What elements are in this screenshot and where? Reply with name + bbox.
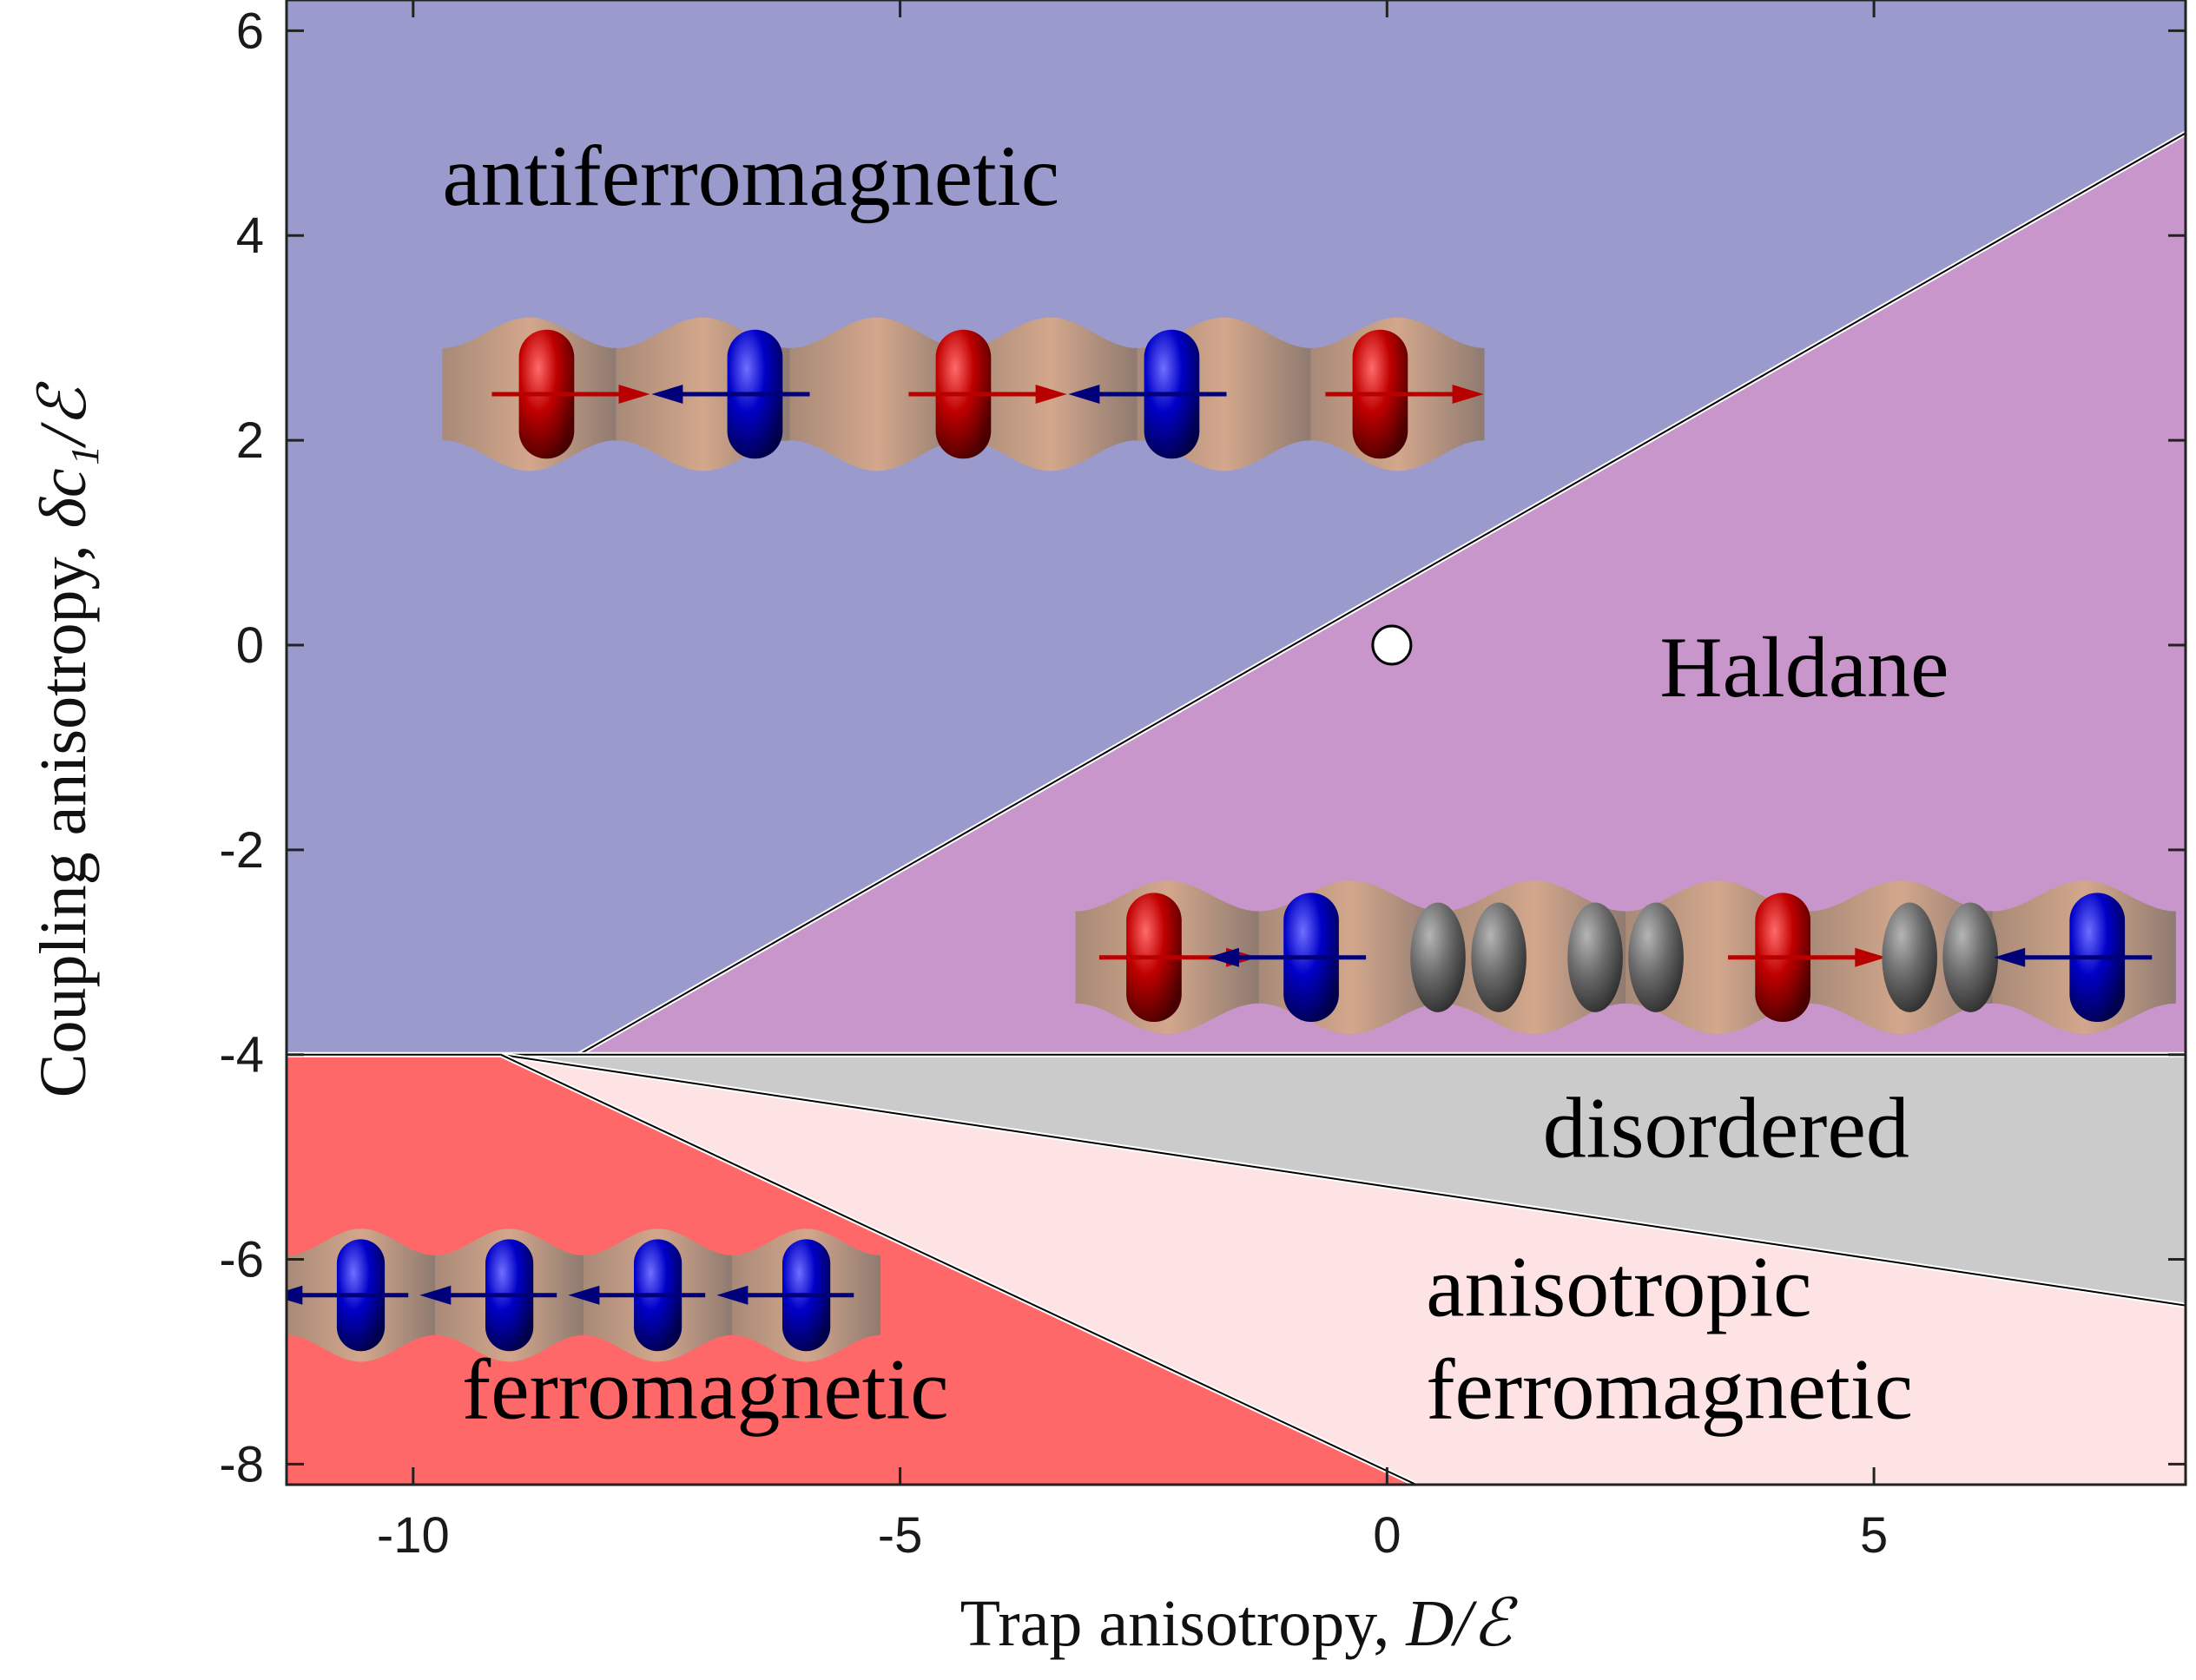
spin-arrow-head	[1207, 947, 1239, 967]
spin-arrow-head	[287, 1285, 303, 1305]
label-ferromagnetic: ferromagnetic	[462, 1341, 949, 1437]
spin-arrow-head	[1068, 385, 1100, 404]
label-disordered: disordered	[1543, 1080, 1909, 1176]
particle-blue-left	[716, 1239, 854, 1352]
y-tick-label: -4	[219, 1027, 264, 1084]
particle-blue-left	[287, 1239, 409, 1352]
particle-blue-left	[651, 329, 810, 459]
particle-blue-left	[1207, 893, 1367, 1022]
spin-arrow-head	[651, 385, 683, 404]
label-haldane: Haldane	[1659, 619, 1949, 715]
spin-arrow-head	[419, 1285, 452, 1305]
reference-point	[1371, 624, 1413, 666]
gray-lobe	[1410, 902, 1466, 1012]
particle-red-right	[1728, 893, 1887, 1022]
x-tick-label: 5	[1860, 1507, 1888, 1564]
x-tick-label: -5	[878, 1507, 923, 1564]
marker-layer	[1371, 624, 1413, 666]
y-tick-label: 2	[236, 412, 264, 469]
phase-boundary	[500, 1053, 2186, 1307]
spin-arrow-head	[618, 385, 650, 404]
particle-red-right	[908, 329, 1067, 459]
y-tick-label: -8	[219, 1436, 264, 1492]
particle-red-right	[1325, 329, 1484, 459]
y-tick-label: -2	[219, 822, 264, 879]
spin-arrow-head	[716, 1285, 748, 1305]
haldane-chain	[1075, 880, 2176, 1035]
x-tick-label: -10	[377, 1507, 450, 1564]
gray-lobe	[1628, 902, 1684, 1012]
gray-lobe	[1882, 902, 1937, 1012]
x-axis-title: Trap anisotropy, D/ℰ	[960, 1587, 1519, 1660]
y-axis-title: Coupling anisotropy, δc₁/ℰ	[27, 381, 100, 1097]
y-tick-label: -6	[219, 1232, 264, 1288]
lattice-insets	[287, 317, 2176, 1362]
particle-blue-left	[419, 1239, 557, 1352]
x-tick-label: 0	[1373, 1507, 1401, 1564]
spin-arrow-head	[1855, 947, 1887, 967]
particle-gray-pair	[1882, 902, 1998, 1012]
particle-gray-pair	[1567, 902, 1684, 1012]
gray-lobe	[1567, 902, 1623, 1012]
plot-frame	[285, 0, 2187, 1486]
particle-blue-left	[1068, 329, 1227, 459]
axes: -10 -5 0 5 6 4 2 0 -2 -4 -6 -8	[219, 0, 2187, 1564]
label-anisotropic: anisotropic	[1426, 1238, 1811, 1334]
gray-lobe	[1471, 902, 1527, 1012]
particle-gray-pair	[1410, 902, 1527, 1012]
particle-blue-left	[1994, 893, 2153, 1022]
y-tick-label: 6	[236, 3, 264, 59]
spin-arrow-head	[1994, 947, 2026, 967]
spin-arrow-head	[1452, 385, 1484, 404]
label-antiferromagnetic: antiferromagnetic	[442, 128, 1059, 224]
antiferromagnetic-chain	[442, 317, 1485, 471]
phase-boundary	[578, 132, 2186, 1056]
gray-lobe	[1942, 902, 1998, 1012]
ferromagnetic-chain	[287, 1229, 881, 1362]
y-tick-label: 4	[236, 208, 264, 264]
spin-arrow-head	[1035, 385, 1067, 404]
particle-red-right	[491, 329, 650, 459]
y-tick-label: 0	[236, 617, 264, 674]
phase-boundary	[500, 1053, 1417, 1485]
label-ferromagnetic: ferromagnetic	[1426, 1341, 1913, 1437]
particle-blue-left	[568, 1239, 706, 1352]
spin-arrow-head	[568, 1285, 600, 1305]
phase-boundaries	[287, 130, 2186, 1485]
